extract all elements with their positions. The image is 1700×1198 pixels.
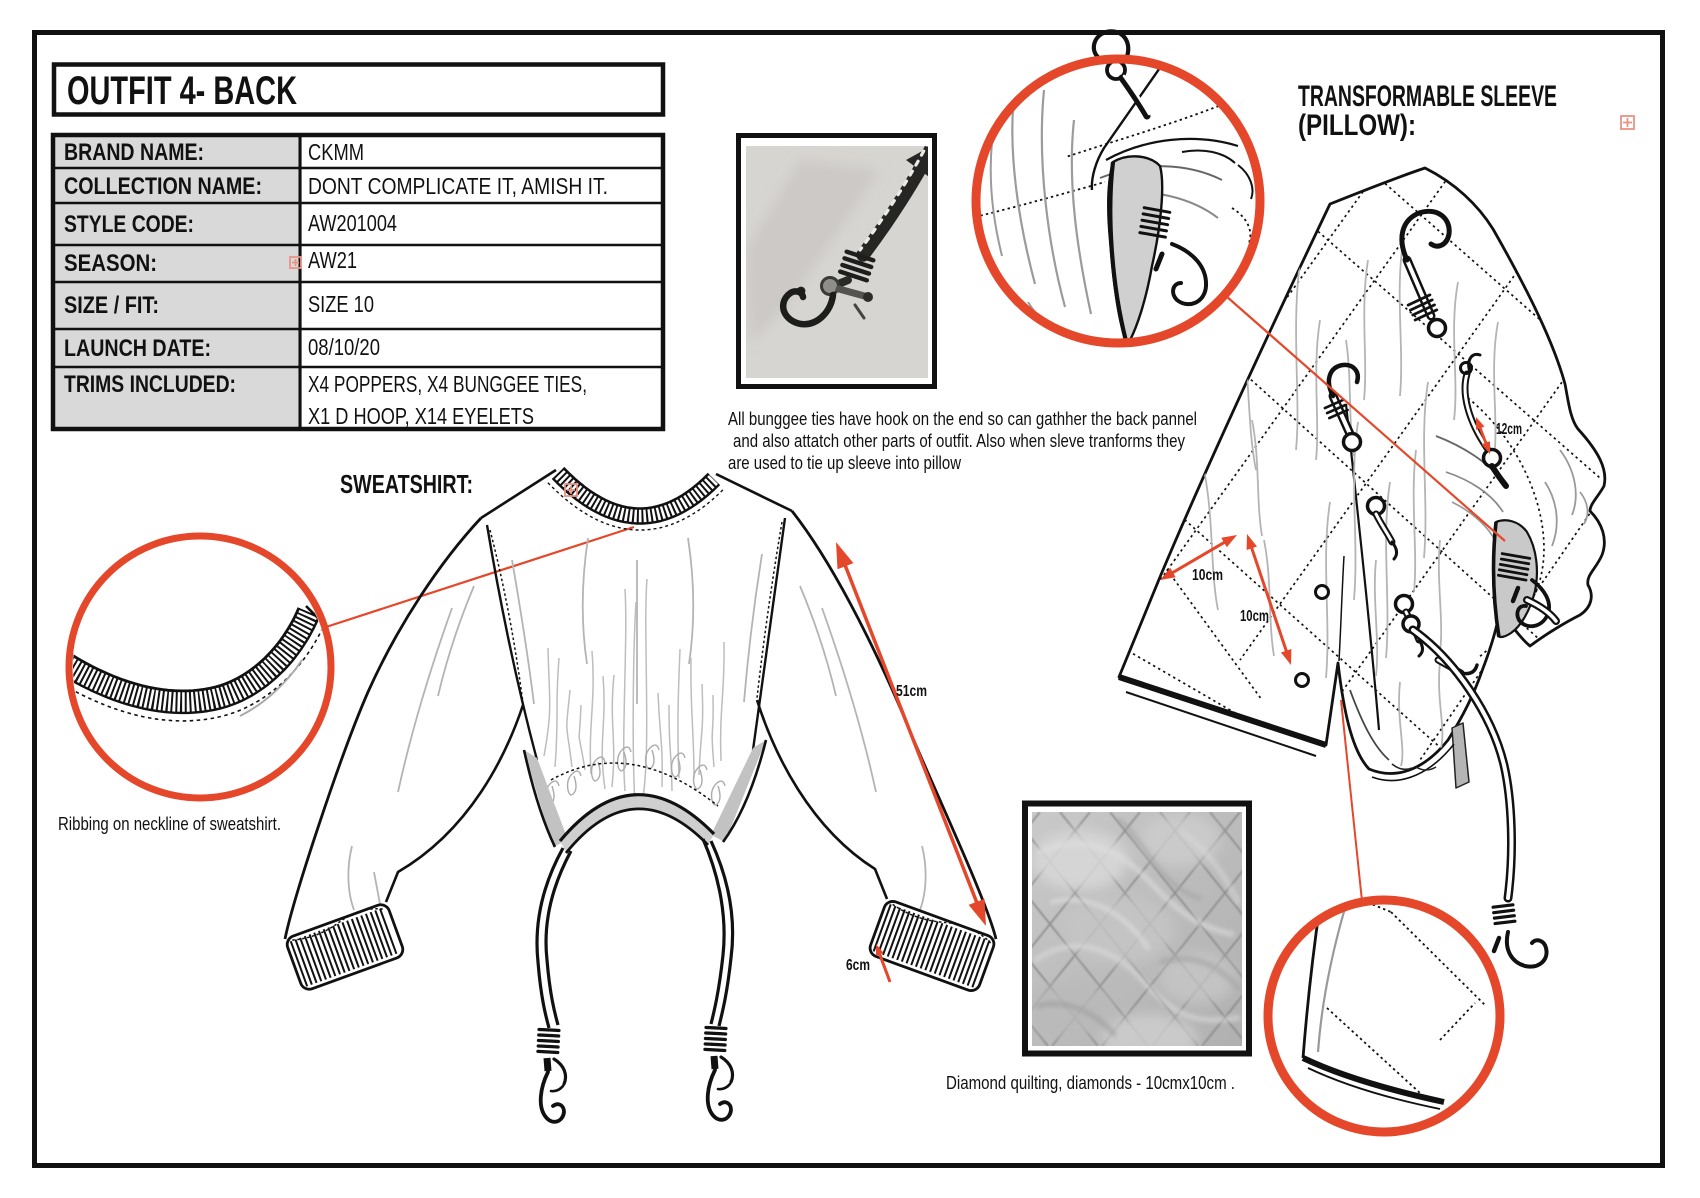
svg-text:Ribbing on neckline of sweatsh: Ribbing on neckline of sweatshirt. xyxy=(58,813,281,834)
svg-text:All bunggee ties have hook on: All bunggee ties have hook on the end so… xyxy=(728,408,1197,429)
svg-text:DONT COMPLICATE IT, AMISH IT.: DONT COMPLICATE IT, AMISH IT. xyxy=(308,173,608,199)
svg-text:12cm: 12cm xyxy=(1496,421,1522,438)
svg-text:SEASON:: SEASON: xyxy=(64,250,157,277)
svg-text:are used to tie up sleeve into: are used to tie up sleeve into pillow xyxy=(728,452,962,473)
svg-text:10cm: 10cm xyxy=(1240,608,1269,625)
svg-text:COLLECTION NAME:: COLLECTION NAME: xyxy=(64,173,262,200)
svg-text:10cm: 10cm xyxy=(1192,567,1223,584)
svg-text:6cm: 6cm xyxy=(846,957,870,974)
svg-text:TRIMS INCLUDED:: TRIMS INCLUDED: xyxy=(64,371,236,398)
svg-text:OUTFIT 4- BACK: OUTFIT 4- BACK xyxy=(67,69,297,113)
svg-text:(PILLOW):: (PILLOW): xyxy=(1298,109,1416,142)
svg-text:X4 POPPERS, X4 BUNGGEE TIES,: X4 POPPERS, X4 BUNGGEE TIES, xyxy=(308,371,587,397)
svg-text:SIZE / FIT:: SIZE / FIT: xyxy=(64,292,159,319)
svg-text:AW201004: AW201004 xyxy=(308,210,397,236)
svg-text:Diamond quilting, diamonds - 1: Diamond quilting, diamonds - 10cmx10cm . xyxy=(946,1072,1235,1093)
svg-text:LAUNCH DATE:: LAUNCH DATE: xyxy=(64,335,211,362)
svg-text:STYLE CODE:: STYLE CODE: xyxy=(64,211,194,238)
svg-text:BRAND NAME:: BRAND NAME: xyxy=(64,139,204,166)
svg-text:X1 D HOOP, X14 EYELETS: X1 D HOOP, X14 EYELETS xyxy=(308,403,534,429)
svg-text:and also attatch other parts o: and also attatch other parts of outfit. … xyxy=(733,430,1186,451)
svg-text:AW21: AW21 xyxy=(308,247,357,273)
svg-text:SIZE 10: SIZE 10 xyxy=(308,291,374,317)
svg-text:CKMM: CKMM xyxy=(308,139,364,165)
svg-text:08/10/20: 08/10/20 xyxy=(308,334,380,360)
svg-text:TRANSFORMABLE SLEEVE: TRANSFORMABLE SLEEVE xyxy=(1298,80,1557,113)
svg-text:51cm: 51cm xyxy=(896,683,927,700)
svg-text:SWEATSHIRT:: SWEATSHIRT: xyxy=(340,469,473,499)
